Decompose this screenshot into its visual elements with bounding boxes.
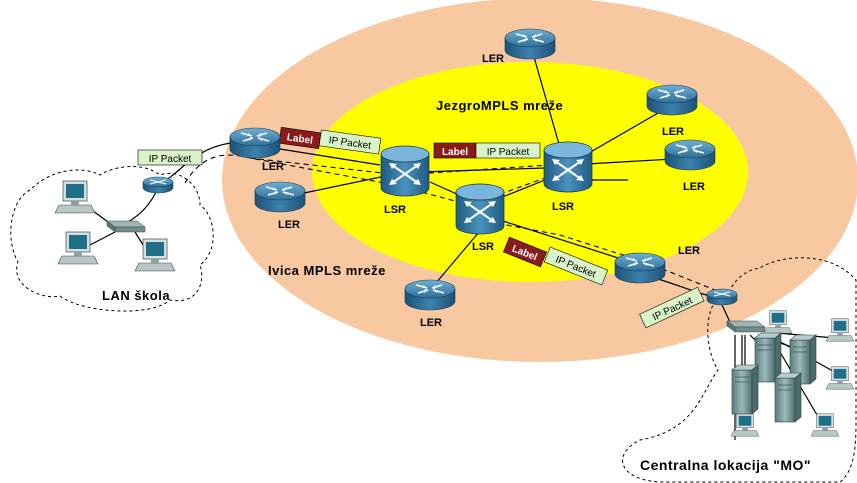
central-server-4 — [774, 372, 802, 423]
label-text: Label — [442, 147, 468, 158]
central-location-title: Centralna lokacija "MO" — [640, 457, 811, 473]
lsr-label-right: LSR — [552, 201, 574, 213]
lan-title: LAN škola — [102, 288, 170, 303]
ip-packet-text: IP Packet — [487, 147, 530, 158]
lan-skola-cloud — [10, 166, 214, 312]
ler-router-right — [664, 139, 716, 171]
central-edge-router — [706, 288, 738, 306]
ler-label-left: LER — [278, 219, 300, 231]
lsr-switch-center — [455, 183, 505, 235]
central-pc-1 — [763, 310, 793, 334]
label-packet-tag-2: Label IP Packet — [433, 142, 541, 159]
edge-network-title: Ivica MPLS mreže — [268, 263, 386, 278]
ip-packet-text: IP Packet — [149, 154, 192, 165]
ip-packet-tag-lan: IP Packet — [137, 149, 203, 166]
label-text: Label — [286, 132, 314, 147]
ler-router-top — [504, 28, 556, 60]
ler-label-right: LER — [683, 181, 705, 193]
central-pc-4 — [810, 413, 840, 437]
lsr-label-center: LSR — [472, 241, 494, 253]
label-packet-tag-1: Label IP Packet — [278, 126, 382, 155]
lsr-switch-right — [543, 141, 593, 193]
label-packet-tag-3: Label IP Packet — [503, 236, 609, 286]
lan-pc-3 — [134, 238, 176, 272]
ler-router-right-bottom — [614, 252, 666, 284]
central-workgroup-switch — [726, 320, 766, 333]
lan-edge-router — [142, 176, 174, 194]
ler-router-bottom — [404, 279, 456, 311]
core-network-title: JezgroMPLS mreže — [436, 98, 563, 113]
mpls-core-area — [312, 62, 748, 282]
lan-pc-1 — [54, 180, 96, 214]
ler-label-right-bottom: LER — [678, 245, 700, 257]
lan-workgroup-switch — [106, 220, 146, 233]
ler-label-left-top: LER — [262, 161, 284, 173]
ler-label-top: LER — [482, 53, 504, 65]
central-location-cloud — [622, 257, 857, 483]
ler-label-right-top: LER — [662, 126, 684, 138]
ler-label-bottom: LER — [420, 317, 442, 329]
ler-router-right-top — [646, 84, 698, 116]
central-server-3 — [731, 364, 759, 415]
central-pc-2 — [825, 318, 855, 342]
central-server-1 — [754, 332, 782, 383]
ler-router-left-top — [229, 127, 281, 159]
lan-pc-2 — [57, 231, 99, 265]
lsr-switch-left — [380, 145, 430, 197]
lsp-path — [184, 154, 721, 293]
lsr-label-left: LSR — [384, 204, 406, 216]
ler-router-left — [254, 181, 306, 213]
